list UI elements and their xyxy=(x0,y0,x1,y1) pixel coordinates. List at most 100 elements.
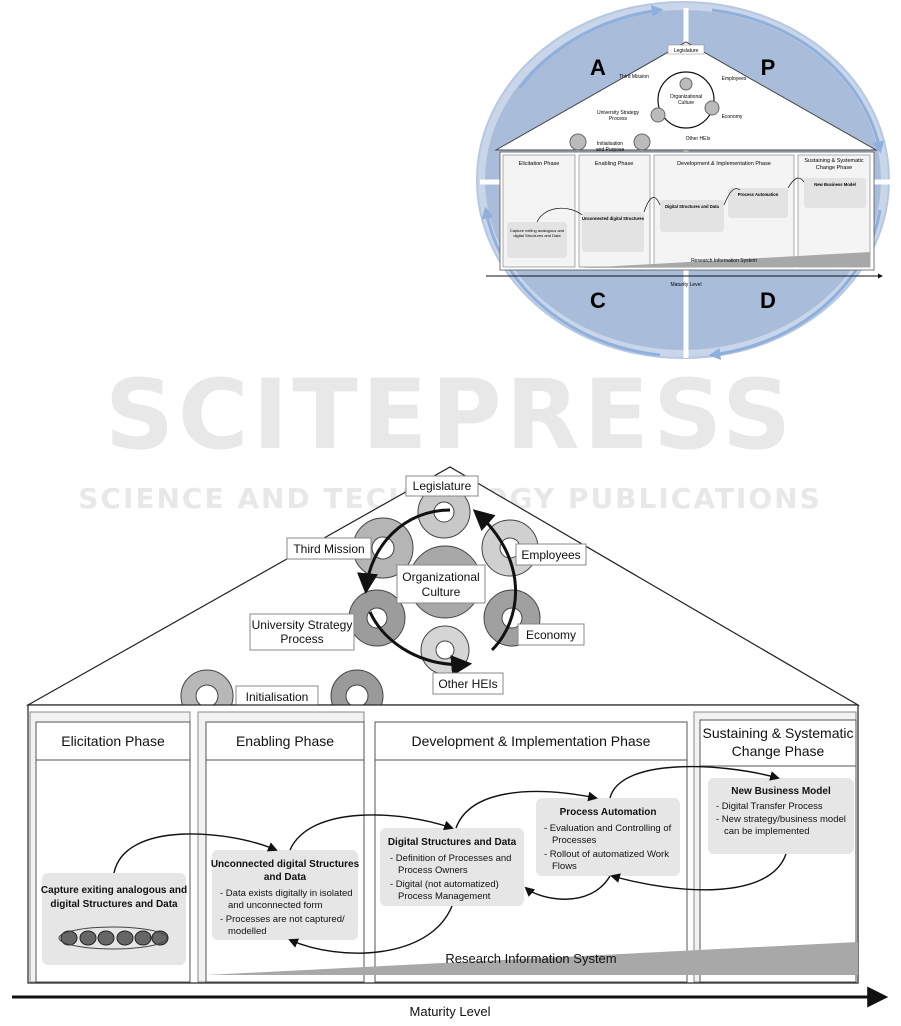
mini-strategy-2: Process xyxy=(609,116,628,122)
mini-automation: Process Automation xyxy=(738,192,779,197)
init-label-1: Initialisation xyxy=(246,690,309,704)
capture-node-3 xyxy=(97,930,115,946)
unconnected-item-4: modelled xyxy=(228,926,267,937)
mini-box-automation xyxy=(728,188,788,218)
automation-item-4: Flows xyxy=(552,861,577,872)
org-culture-label-1: Organizational xyxy=(402,570,479,584)
unconnected-title-2: and Data xyxy=(264,872,307,883)
unconnected-item-3: - Processes are not captured/ xyxy=(220,914,345,925)
mini-org-culture-2: Culture xyxy=(678,100,694,106)
capture-node-2 xyxy=(79,930,97,946)
development-header: Development & Implementation Phase xyxy=(412,733,651,749)
digital-item-1: - Definition of Processes and xyxy=(390,853,511,864)
mini-sustaining-2: Change Phase xyxy=(816,165,852,171)
mini-employees: Employees xyxy=(722,76,747,82)
arrow-unconnected-to-digital xyxy=(289,814,454,851)
mini-gear-1 xyxy=(650,107,666,123)
arrow-capture-to-unconnected xyxy=(113,833,278,874)
unconnected-item-1: - Data exists digitally in isolated xyxy=(220,888,353,899)
unconnected-title-1: Unconnected digital Structures xyxy=(211,859,360,870)
mini-development: Development & Implementation Phase xyxy=(677,161,771,167)
employees-box xyxy=(515,543,587,566)
mini-gear-4 xyxy=(569,133,587,151)
capture-line-1: Capture exiting analogous and xyxy=(41,885,187,896)
mini-cycle-arrow xyxy=(657,71,715,129)
mini-unconnected: Unconnected digital Structures xyxy=(582,216,645,221)
other-heis-box xyxy=(432,672,504,695)
cycle-arrow-p xyxy=(711,8,885,154)
org-culture-label-2: Culture xyxy=(422,585,461,599)
automation-item-3: - Rollout of automatized Work xyxy=(544,849,669,860)
mini-sustaining-1: Sustaining & Systematic xyxy=(804,158,864,164)
capture-line-2: digital Structures and Data xyxy=(50,899,178,910)
capture-node-6 xyxy=(151,930,169,946)
main-house: Legislature Third Mission Employees Orga… xyxy=(12,466,889,1019)
arrow-automation-to-business xyxy=(609,765,780,799)
gear-other-heis-hub xyxy=(435,640,455,660)
arrow-business-feedback xyxy=(610,853,787,891)
org-culture-box xyxy=(396,564,486,604)
quadrant-a: A xyxy=(590,55,606,80)
capture-node-4 xyxy=(116,930,134,946)
mini-house: Elicitation Phase Enabling Phase Develop… xyxy=(486,41,883,288)
mini-init-2: and Purpose xyxy=(596,147,625,153)
mini-col-4 xyxy=(797,154,871,268)
mini-link-4 xyxy=(787,177,805,189)
elicitation-header: Elicitation Phase xyxy=(61,733,165,749)
legislature-label: Legislature xyxy=(413,479,472,493)
mini-axis-label: Maturity Level xyxy=(670,282,701,288)
cycle-arrow-right xyxy=(472,509,517,652)
mini-link-3 xyxy=(723,188,741,206)
mini-gear-3 xyxy=(679,77,693,91)
sustaining-header-2: Change Phase xyxy=(732,743,825,759)
cycle-arrow-bottom xyxy=(368,611,473,677)
cycle-arrow-a xyxy=(518,5,664,89)
enabling-header: Enabling Phase xyxy=(236,733,334,749)
mini-capture-1: Capture exiting analogous and xyxy=(510,228,564,233)
digital-item-3: - Digital (not automatized) xyxy=(390,879,499,890)
strategy-label-1: University Strategy xyxy=(252,618,353,632)
watermark-main: SCITEPRESS xyxy=(105,359,795,471)
mini-economy: Economy xyxy=(722,114,743,120)
mini-box-digital xyxy=(660,200,724,232)
mini-org-culture-1: Organizational xyxy=(670,94,702,100)
automation-item-1: - Evaluation and Controlling of xyxy=(544,823,672,834)
capture-node-1 xyxy=(60,930,78,946)
mini-strategy-1: University Strategy xyxy=(597,110,639,116)
mini-gear-2 xyxy=(704,100,720,116)
mini-box-capture xyxy=(507,222,567,258)
mini-research-bar xyxy=(580,252,870,268)
cycle-arrow-c xyxy=(481,206,661,357)
business-item-3: can be implemented xyxy=(724,826,810,837)
arrow-digital-to-automation xyxy=(455,790,598,829)
gear-init-left-hub xyxy=(195,684,219,708)
unconnected-item-2: and unconnected form xyxy=(228,900,323,911)
mini-research-label: Research Information System xyxy=(691,258,757,264)
third-mission-label: Third Mission xyxy=(293,542,364,556)
digital-item-4: Process Management xyxy=(398,891,491,902)
mini-enabling: Enabling Phase xyxy=(595,161,634,167)
automation-title: Process Automation xyxy=(560,807,657,818)
mini-link-2 xyxy=(643,197,661,213)
mini-capture-2: digital Structures and Data xyxy=(513,233,561,238)
cycle-arrow-left xyxy=(357,508,451,595)
sustaining-header-1: Sustaining & Systematic xyxy=(703,725,854,741)
column-enabling: Enabling Phase xyxy=(197,711,365,983)
third-mission-box xyxy=(286,537,372,560)
mini-box-business xyxy=(804,178,866,208)
digital-title: Digital Structures and Data xyxy=(388,837,517,848)
business-title: New Business Model xyxy=(731,786,831,797)
mini-gear-5 xyxy=(633,133,651,151)
digital-item-2: Process Owners xyxy=(398,865,468,876)
mini-other-heis: Other HEIs xyxy=(686,136,711,142)
business-item-1: - Digital Transfer Process xyxy=(716,801,823,812)
mini-legislature: Legislature xyxy=(674,48,699,54)
economy-label: Economy xyxy=(526,628,576,642)
legislature-box xyxy=(405,475,479,497)
mini-init-1: Initialisation xyxy=(597,141,623,147)
capture-ring xyxy=(58,926,168,950)
capture-nodes xyxy=(60,930,169,946)
mini-business: New Business Model xyxy=(814,182,856,187)
